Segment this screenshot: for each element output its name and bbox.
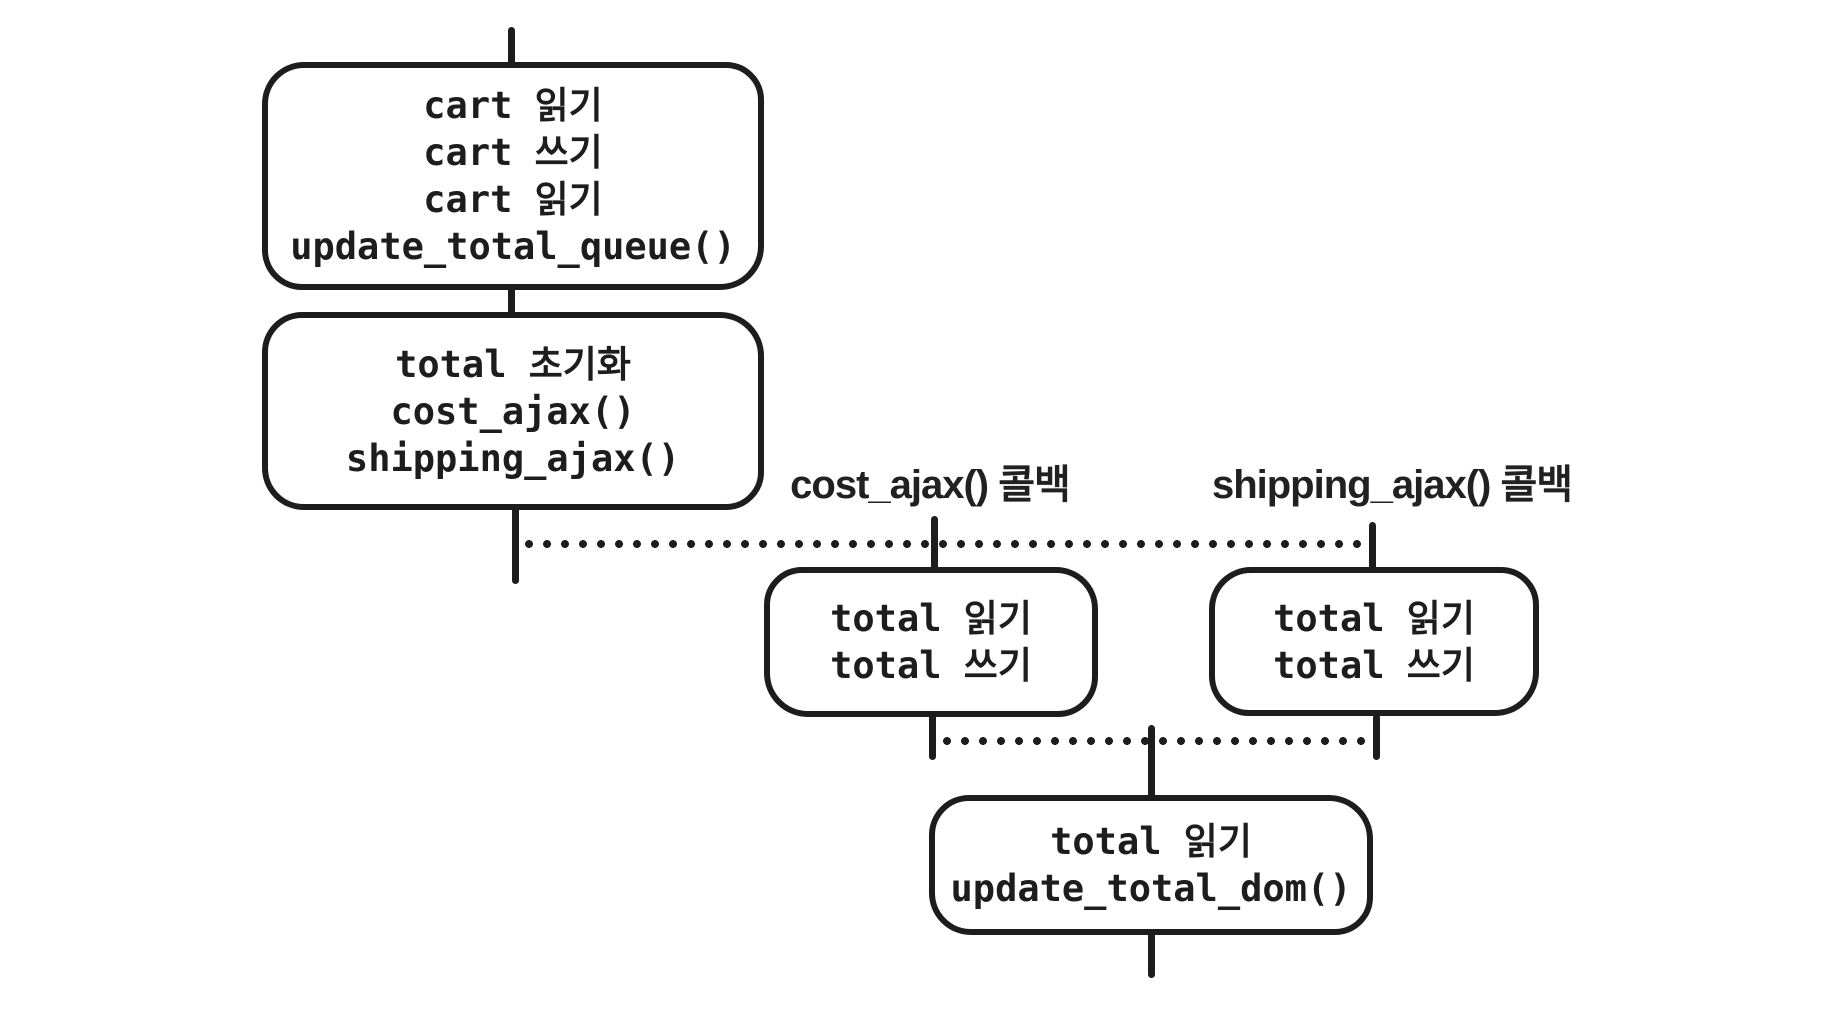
- shipping-callback-bottom-tick: [1373, 714, 1380, 760]
- task-line: total 읽기: [1050, 820, 1252, 863]
- shipping-callback-label: shipping_ajax() 콜백: [1211, 463, 1573, 507]
- event-loop-wait-line-1: [520, 540, 1366, 548]
- dom-update-timeline-segment: [1148, 725, 1155, 799]
- task-line: shipping_ajax(): [345, 436, 681, 480]
- dom-update-task-box: total 읽기 update_total_dom(): [929, 795, 1373, 935]
- cost-callback-bottom-tick: [929, 714, 936, 760]
- cost-callback-label: cost_ajax() 콜백: [790, 463, 1071, 507]
- dom-update-tail-segment: [1148, 932, 1155, 978]
- task-line: total 초기화: [395, 342, 631, 386]
- cost-callback-timeline-tick: [931, 516, 938, 572]
- shipping-callback-task-box: total 읽기 total 쓰기: [1209, 567, 1539, 716]
- cost-callback-task-box: total 읽기 total 쓰기: [764, 567, 1098, 717]
- total-init-task-box: total 초기화 cost_ajax() shipping_ajax(): [262, 312, 764, 510]
- cart-task-box: cart 읽기 cart 쓰기 cart 읽기 update_total_que…: [262, 62, 764, 290]
- task-line: total 읽기: [830, 597, 1032, 640]
- task-line: total 읽기: [1273, 596, 1475, 640]
- task-line: cost_ajax(): [390, 389, 636, 433]
- task-line: cart 읽기: [423, 84, 603, 127]
- task-line: total 쓰기: [830, 644, 1032, 687]
- task-line: cart 읽기: [423, 178, 603, 221]
- main-timeline-mid-segment: [508, 284, 515, 318]
- main-timeline-top-segment: [508, 27, 515, 67]
- main-timeline-bottom-segment: [512, 506, 519, 584]
- task-line: cart 쓰기: [423, 131, 603, 174]
- task-line: total 쓰기: [1273, 643, 1475, 687]
- task-line: update_total_dom(): [950, 867, 1352, 910]
- shipping-callback-timeline-tick: [1369, 522, 1376, 572]
- task-line: update_total_queue(): [290, 225, 736, 268]
